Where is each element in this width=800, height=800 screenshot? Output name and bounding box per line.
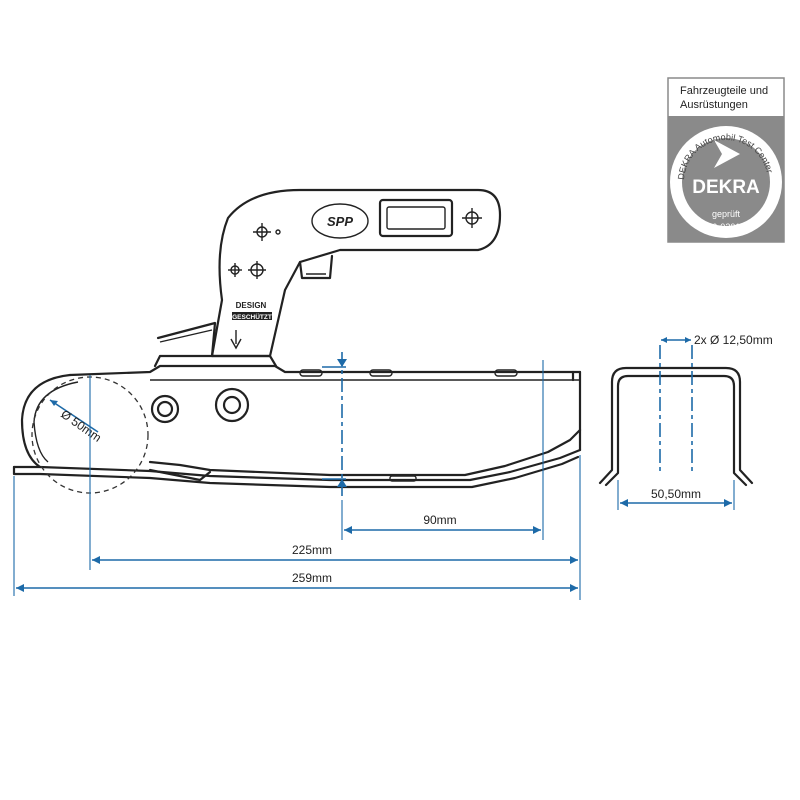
spp-logo-text: SPP [327, 214, 353, 229]
ball-to-end-label: 225mm [292, 543, 332, 557]
coupling-handle: SPP DESIGN GESCHÜTZT [153, 188, 502, 368]
design-plate-line1: DESIGN [236, 301, 267, 310]
coupling-body [12, 364, 582, 489]
overall-length-label: 259mm [292, 571, 332, 585]
dimension-lines: 90mm 225mm 259mm [13, 375, 581, 600]
certificate-number: 350-020117 [702, 222, 749, 232]
bolt-center-markers [322, 352, 544, 540]
cross-section-view: 2x Ø 12,50mm 50,50mm [598, 333, 773, 510]
hole-diameter-label: 2x Ø 12,50mm [694, 333, 773, 347]
design-plate-line2: GESCHÜTZT [232, 312, 272, 321]
inner-width-label: 50,50mm [651, 487, 701, 501]
certificate-approved: geprüft [712, 209, 741, 219]
ball-diameter-label: Ø 50mm [58, 407, 104, 445]
certificate-line2: Ausrüstungen [680, 99, 748, 111]
certificate-brand: DEKRA [692, 177, 760, 198]
dekra-certificate-badge: Fahrzeugteile und Ausrüstungen DEKRA Aut… [667, 77, 785, 243]
bolt-spacing-label: 90mm [423, 513, 456, 527]
dekra-arrow-icon [714, 140, 740, 168]
certificate-line1: Fahrzeugteile und [680, 85, 768, 97]
